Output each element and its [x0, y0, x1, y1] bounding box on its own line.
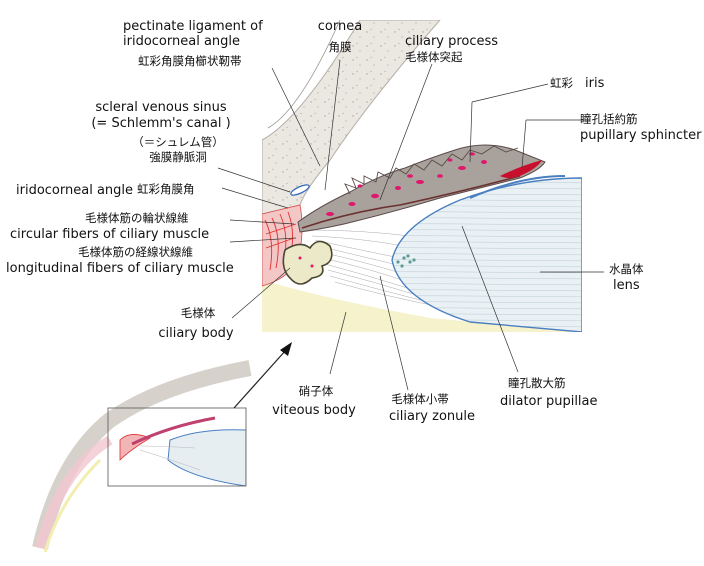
- ciliary-processes: [282, 240, 333, 285]
- label-scleral-en-2: (= Schlemm's canal ): [91, 116, 231, 131]
- label-scleral-en-1: scleral venous sinus: [95, 100, 227, 115]
- label-vitreous-en: viteous body: [272, 403, 356, 418]
- label-ciliary-body-en: ciliary body: [158, 326, 234, 341]
- label-zonule-jp: 毛様体小帯: [391, 392, 449, 406]
- overview-inset: [32, 360, 252, 553]
- label-sphincter-en: pupillary sphincter: [580, 128, 702, 143]
- label-angle-jp: 虹彩角膜角: [137, 182, 195, 196]
- label-zonule-en: ciliary zonule: [389, 409, 475, 424]
- label-pectinate-en-2: iridocorneal angle: [123, 34, 241, 49]
- label-circular-en: circular fibers of ciliary muscle: [10, 227, 210, 242]
- label-longitudinal-en: longitudinal fibers of ciliary muscle: [6, 261, 234, 276]
- arrow-up-icon: [233, 342, 292, 409]
- label-iris-jp: 虹彩: [550, 76, 573, 90]
- label-dilator-en: dilator pupillae: [500, 394, 598, 409]
- inset-zoom-box: [107, 407, 247, 487]
- label-ciliary-body-jp: 毛様体: [180, 306, 216, 320]
- label-longitudinal-jp: 毛様体筋の経線状線維: [78, 245, 193, 259]
- label-ciliary-process-jp: 毛様体突起: [405, 50, 463, 64]
- label-cornea-en: cornea: [317, 19, 363, 34]
- enlarged-section: [262, 20, 582, 332]
- schlemm-canal: [290, 184, 310, 196]
- label-ciliary-process-en: ciliary process: [405, 34, 499, 49]
- lens-shape: [391, 177, 582, 332]
- label-pectinate-jp: 虹彩角膜角櫛状靭帯: [138, 54, 242, 68]
- sclera-cornea-band: [262, 20, 441, 215]
- label-pectinate-en-1: pectinate ligament of: [123, 19, 263, 34]
- pupillary-sphincter-shape: [500, 160, 542, 178]
- label-vitreous-jp: 硝子体: [298, 384, 334, 398]
- vitreous-body-region: [262, 280, 582, 332]
- label-lens-en: lens: [613, 278, 640, 293]
- label-lens-jp: 水晶体: [609, 262, 644, 276]
- label-sphincter-jp: 瞳孔括約筋: [580, 112, 638, 126]
- label-scleral-jp-1: （＝シュレム管）: [132, 135, 224, 149]
- iris-pigment-spots: [326, 152, 487, 216]
- label-angle-en: iridocorneal angle: [16, 183, 134, 198]
- label-cornea-jp: 角膜: [328, 40, 352, 54]
- label-iris-en: iris: [585, 76, 605, 91]
- label-dilator-jp: 瞳孔散大筋: [508, 376, 566, 390]
- label-circular-jp: 毛様体筋の輪状線維: [85, 211, 189, 225]
- leader-lines: [217, 59, 604, 391]
- label-scleral-jp-2: 強膜静脈洞: [149, 150, 207, 164]
